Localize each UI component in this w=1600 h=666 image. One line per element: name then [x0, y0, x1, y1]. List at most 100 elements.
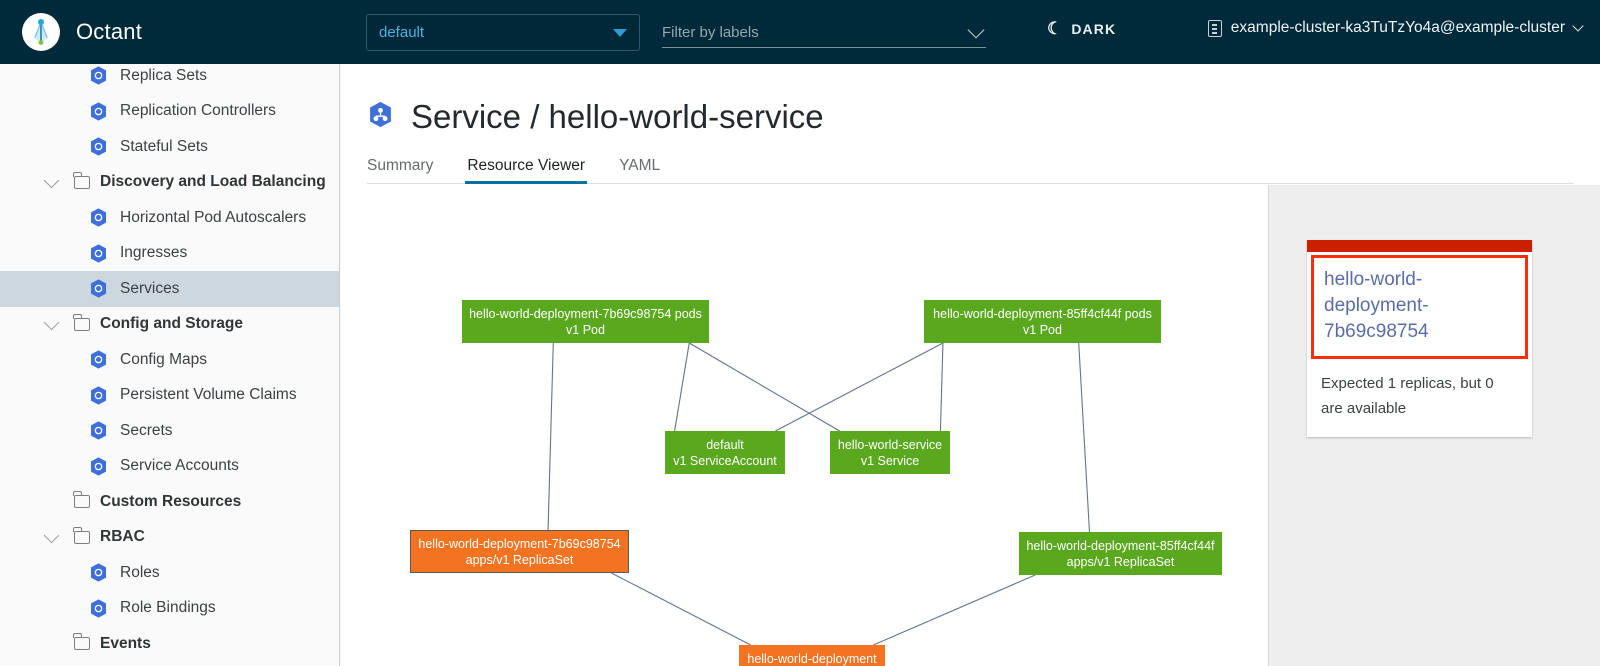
brand[interactable]: Octant — [0, 13, 340, 51]
sidebar-item-service-accounts[interactable]: Service Accounts — [0, 449, 339, 485]
tab-resource-viewer[interactable]: Resource Viewer — [467, 157, 585, 183]
detail-title-link[interactable]: hello-world-deployment-7b69c98754 — [1324, 269, 1429, 342]
app-header: Octant default Filter by labels ☾ DARK e… — [0, 0, 1600, 64]
k8s-rolebinding-icon — [88, 598, 109, 619]
label-filter-input[interactable]: Filter by labels — [662, 18, 986, 48]
graph-node-name: hello-world-deployment-7b69c98754 — [418, 536, 620, 552]
sidebar-item-events[interactable]: Events — [0, 626, 339, 662]
sidebar-item-label: Custom Resources — [100, 493, 241, 511]
label-filter-placeholder: Filter by labels — [662, 24, 970, 41]
sidebar-item-config-and-storage[interactable]: Config and Storage — [0, 307, 339, 343]
graph-node-kind: apps/v1 ReplicaSet — [1067, 554, 1175, 570]
k8s-ingress-icon — [88, 243, 109, 264]
chevron-down-icon — [968, 21, 985, 38]
graph-node-name: hello-world-deployment-7b69c98754 pods — [469, 306, 702, 322]
theme-toggle[interactable]: ☾ DARK — [1047, 20, 1116, 37]
k8s-service-icon — [88, 278, 109, 299]
graph-node-rs-7b69[interactable]: hello-world-deployment-7b69c98754apps/v1… — [410, 530, 629, 573]
detail-title-box: hello-world-deployment-7b69c98754 — [1311, 255, 1528, 359]
detail-body: Expected 1 replicas, but 0 are available — [1307, 359, 1532, 437]
status-bar — [1307, 240, 1532, 252]
graph-node-name: default — [706, 437, 744, 453]
graph-node-kind: v1 ServiceAccount — [673, 453, 777, 469]
k8s-pvc-icon — [88, 385, 109, 406]
cluster-icon — [1208, 20, 1222, 37]
sidebar-item-role-bindings[interactable]: Role Bindings — [0, 591, 339, 627]
sidebar-nav[interactable]: Replica SetsReplication ControllersState… — [0, 64, 340, 666]
sidebar-item-label: Service Accounts — [120, 457, 239, 475]
k8s-serviceaccount-icon — [88, 456, 109, 477]
sidebar-item-config-maps[interactable]: Config Maps — [0, 342, 339, 378]
k8s-role-icon — [88, 562, 109, 583]
graph-node-name: hello-world-deployment — [747, 651, 876, 666]
detail-panel: hello-world-deployment-7b69c98754 Expect… — [1268, 185, 1600, 666]
graph-node-name: hello-world-deployment-85ff4cf44f pods — [933, 306, 1152, 322]
folder-icon — [74, 176, 90, 189]
namespace-select[interactable]: default — [366, 14, 640, 51]
sidebar-item-label: RBAC — [100, 528, 145, 546]
tab-bar[interactable]: Summary Resource Viewer YAML — [367, 150, 1574, 184]
sidebar-item-label: Stateful Sets — [120, 138, 208, 156]
sidebar-item-label: Role Bindings — [120, 599, 216, 617]
graph-node-pod-85ff[interactable]: hello-world-deployment-85ff4cf44f podsv1… — [924, 300, 1161, 343]
chevron-down-icon — [1572, 20, 1583, 31]
graph-edge — [873, 575, 1035, 645]
k8s-secret-icon — [88, 420, 109, 441]
graph-node-deploy-hw[interactable]: hello-world-deploymentapps/v1 Deployment — [739, 645, 885, 666]
k8s-configmap-icon — [88, 349, 109, 370]
sidebar-item-custom-resources[interactable]: Custom Resources — [0, 484, 339, 520]
cluster-selector[interactable]: example-cluster-ka3TuTzYo4a@example-clus… — [1208, 19, 1582, 37]
graph-node-name: hello-world-deployment-85ff4cf44f — [1026, 538, 1214, 554]
graph-node-name: hello-world-service — [838, 437, 942, 453]
page-title: Service / hello-world-service — [366, 98, 824, 136]
tab-label: Resource Viewer — [467, 157, 585, 174]
k8s-statefulset-icon — [88, 136, 109, 157]
chevron-down-icon[interactable] — [34, 321, 68, 328]
graph-node-kind: v1 Service — [861, 453, 919, 469]
sidebar-item-persistent-volume-claims[interactable]: Persistent Volume Claims — [0, 378, 339, 414]
sidebar-item-label: Config Maps — [120, 351, 207, 369]
graph-edge — [1079, 343, 1090, 532]
namespace-value: default — [379, 24, 613, 41]
graph-edge — [940, 343, 943, 431]
sidebar-item-discovery-and-load-balancing[interactable]: Discovery and Load Balancing — [0, 165, 339, 201]
sidebar-item-ingresses[interactable]: Ingresses — [0, 236, 339, 272]
graph-edge — [548, 343, 553, 530]
caret-down-icon — [613, 29, 627, 37]
sidebar-item-replica-sets[interactable]: Replica Sets — [0, 64, 339, 94]
sidebar-item-rbac[interactable]: RBAC — [0, 520, 339, 556]
graph-node-sa-default[interactable]: defaultv1 ServiceAccount — [665, 431, 785, 474]
graph-node-rs-85ff[interactable]: hello-world-deployment-85ff4cf44fapps/v1… — [1019, 532, 1222, 575]
graph-node-kind: v1 Pod — [1023, 322, 1062, 338]
sidebar-item-stateful-sets[interactable]: Stateful Sets — [0, 129, 339, 165]
sidebar-item-horizontal-pod-autoscalers[interactable]: Horizontal Pod Autoscalers — [0, 200, 339, 236]
chevron-down-icon[interactable] — [34, 179, 68, 186]
tab-yaml[interactable]: YAML — [619, 157, 660, 183]
graph-edge — [611, 573, 750, 645]
sidebar-item-services[interactable]: Services — [0, 271, 339, 307]
tab-summary[interactable]: Summary — [367, 157, 433, 183]
tab-label: YAML — [619, 157, 660, 174]
sidebar-item-label: Persistent Volume Claims — [120, 386, 297, 404]
graph-node-pod-7b69[interactable]: hello-world-deployment-7b69c98754 podsv1… — [462, 300, 709, 343]
sidebar-item-roles[interactable]: Roles — [0, 555, 339, 591]
sidebar-item-secrets[interactable]: Secrets — [0, 413, 339, 449]
sidebar-item-label: Config and Storage — [100, 315, 243, 333]
chevron-down-icon[interactable] — [34, 534, 68, 541]
k8s-hpa-icon — [88, 207, 109, 228]
resource-graph[interactable]: hello-world-deployment-7b69c98754 pods v1… — [341, 185, 1268, 666]
cluster-name: example-cluster-ka3TuTzYo4a@example-clus… — [1231, 19, 1565, 37]
sidebar-item-label: Replication Controllers — [120, 102, 276, 120]
graph-node-svc-hw[interactable]: hello-world-servicev1 Service — [830, 431, 950, 474]
moon-icon: ☾ — [1047, 20, 1063, 37]
sidebar-item-label: Roles — [120, 564, 160, 582]
tab-label: Summary — [367, 157, 433, 174]
sidebar-item-replication-controllers[interactable]: Replication Controllers — [0, 94, 339, 130]
sidebar-item-label: Secrets — [120, 422, 173, 440]
brand-name: Octant — [76, 19, 142, 45]
folder-icon — [74, 637, 90, 650]
k8s-replicaset-icon — [88, 65, 109, 86]
octant-logo-icon — [22, 13, 60, 51]
sidebar-item-label: Ingresses — [120, 244, 187, 262]
detail-message: Expected 1 replicas, but 0 are available — [1321, 375, 1494, 417]
